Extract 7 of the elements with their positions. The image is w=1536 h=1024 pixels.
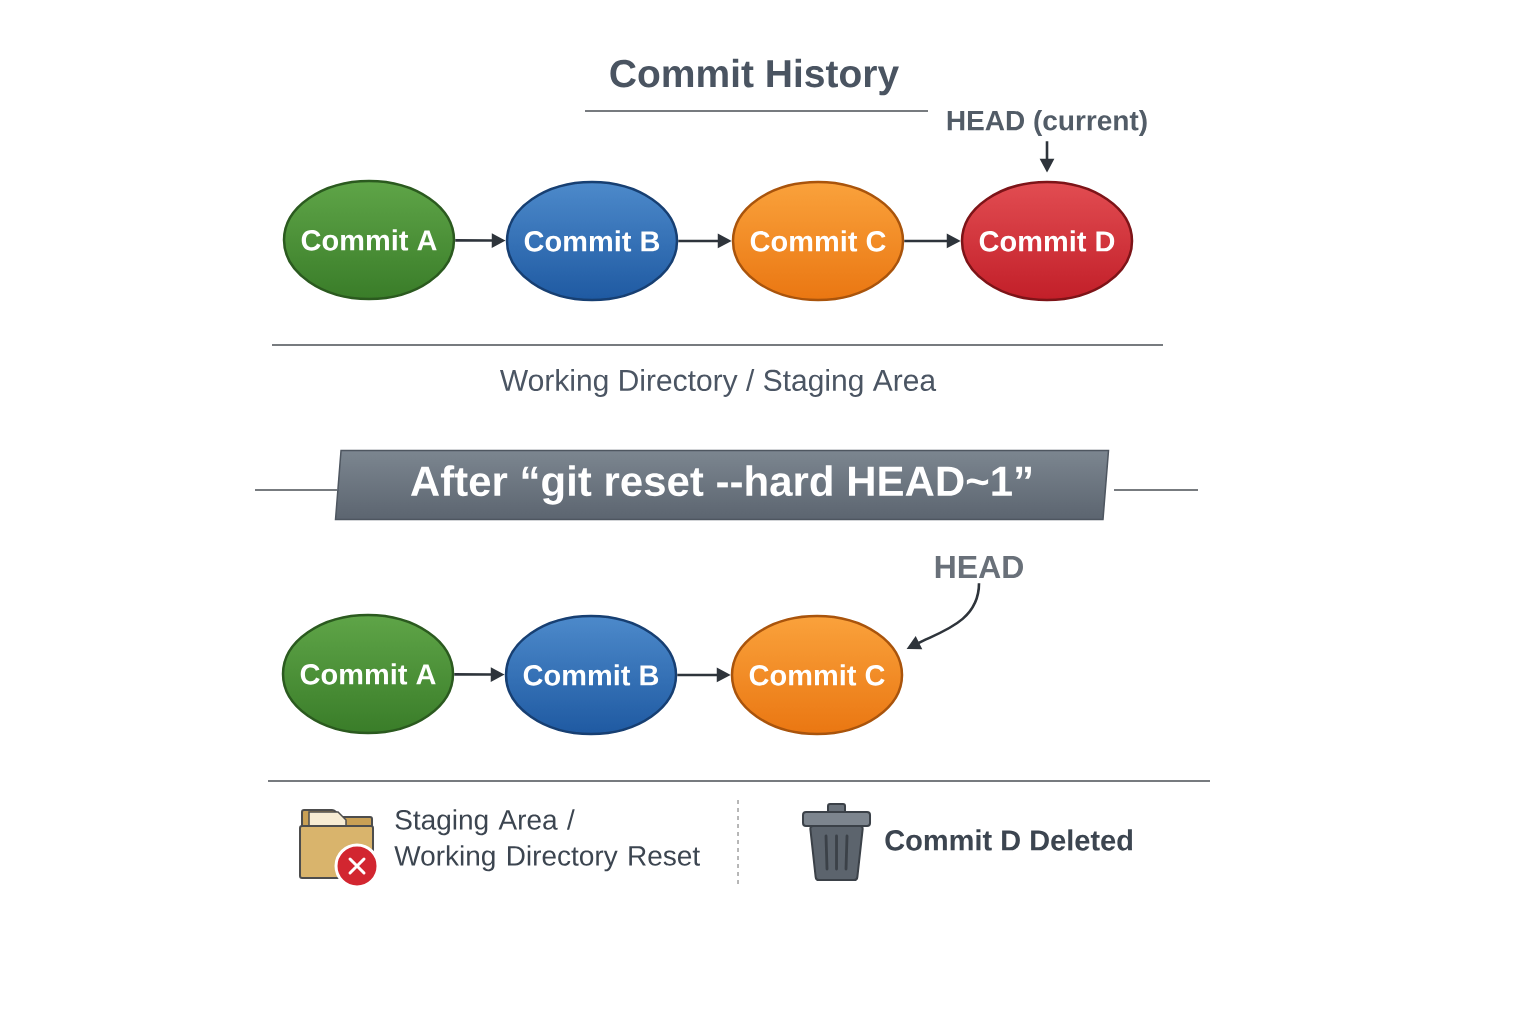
- status-text: Commit D Deleted: [885, 829, 1132, 851]
- pointer-label: HEAD (current): [947, 109, 1147, 137]
- title: Commit History: [610, 58, 899, 96]
- status-text: Staging Area / Working Directory Reset: [394, 809, 700, 872]
- section-label: Working Directory / Staging Area: [500, 369, 937, 397]
- banner: After “git reset --hard HEAD~1”: [334, 449, 1110, 521]
- pointer-label: HEAD: [935, 556, 1023, 578]
